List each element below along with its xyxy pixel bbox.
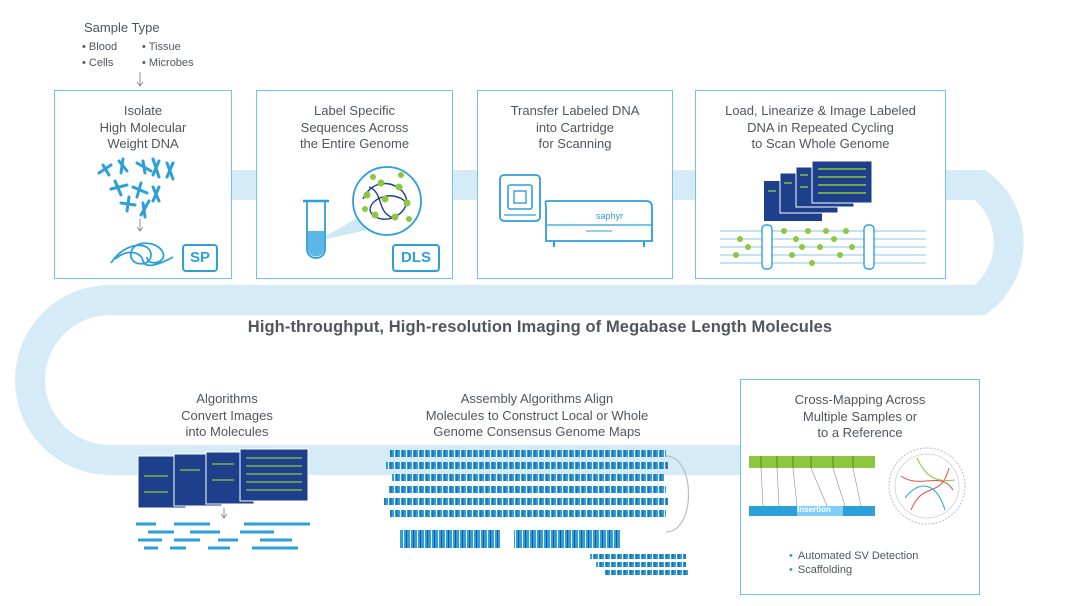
saphyr-instrument-icon [544,200,653,247]
molecule-images-icon [136,448,310,550]
scan-images-icon [720,160,926,270]
dna-tangle-icon [110,242,174,267]
sample-type-microbes: • Microbes [142,57,194,69]
flow-band [15,170,1024,475]
cartridge-icon [499,174,541,222]
sp-badge: SP [182,244,218,272]
insertion-label: Insertion [797,505,831,514]
saphyr-label: saphyr [596,211,624,221]
sample-type-tissue: • Tissue [142,41,181,53]
sample-type-blood: • Blood [82,41,118,53]
sample-type-cells: • Cells [82,57,114,69]
sample-type-title: Sample Type [84,20,160,35]
tube-icon [303,166,422,259]
bullet-scaffolding: •Scaffolding [789,564,853,576]
chromosome-icon [97,157,175,232]
cross-mapping-icon [749,447,966,525]
bullet-sv-detection: •Automated SV Detection [789,550,919,562]
dls-badge: DLS [392,244,440,272]
consensus-maps-icon [384,450,690,575]
sample-arrow [136,72,144,87]
headline: High-throughput, High-resolution Imaging… [247,318,833,336]
